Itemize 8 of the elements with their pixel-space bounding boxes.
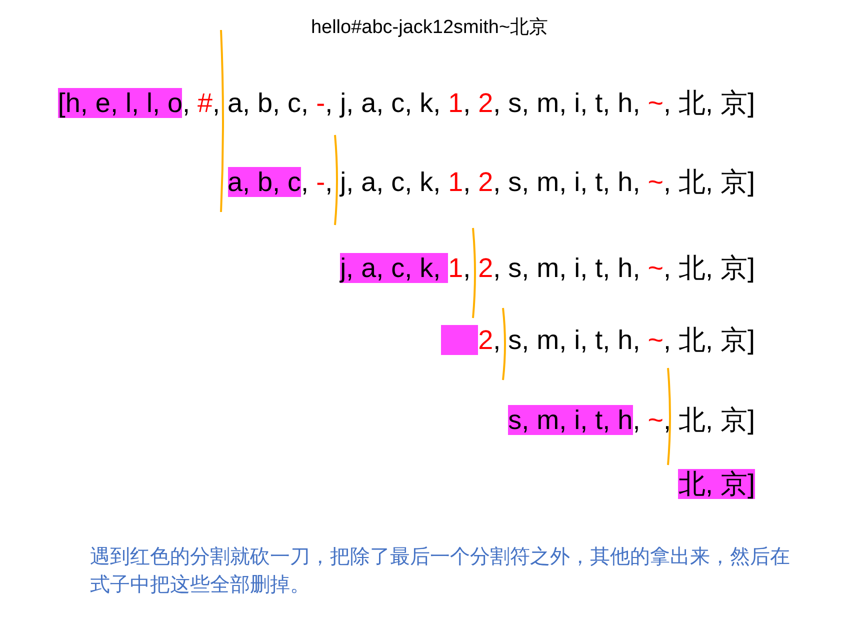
character-list: 北, 京] — [678, 467, 755, 501]
title-text: hello#abc-jack12smith~北京 — [310, 16, 550, 40]
caption-text: 遇到红色的分割就砍一刀，把除了最后一个分割符之外，其他的拿出来，然后在式子中把这些全部删掉。 — [90, 545, 790, 598]
character-list: [h, e, l, l, o, #, a, b, c, -, j, a, c, k, 1, 2, s, m, i, t, h, ~, 北, 京] — [58, 86, 755, 120]
character-list: j, a, c, k, 1, 2, s, m, i, t, h, ~, 北, 京] — [340, 251, 755, 285]
character-list: s, m, i, t, h, ~, 北, 京] — [508, 403, 755, 437]
character-list: 2, s, m, i, t, h, ~, 北, 京] — [440, 323, 755, 357]
character-list: a, b, c, -, j, a, c, k, 1, 2, s, m, i, t, h, ~, 北, 京] — [228, 165, 755, 199]
